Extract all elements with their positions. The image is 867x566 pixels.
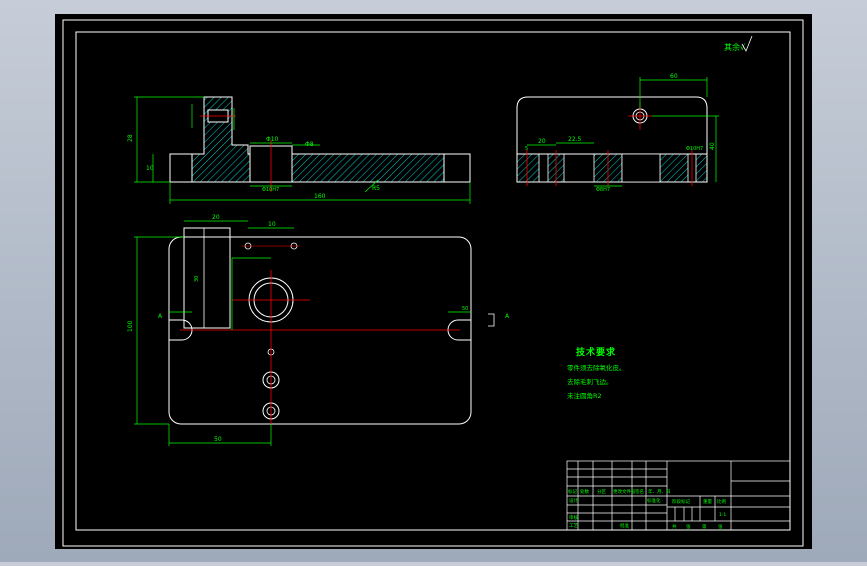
roughness-note: 其余√ <box>724 42 746 52</box>
side-view: 60 40 20 22.5 5 Φ8H7 Φ10H7 <box>516 73 719 193</box>
front-left-slot <box>169 153 193 183</box>
tech-line-1: 零件须去除氧化皮。 <box>567 363 626 372</box>
section-arrow-right <box>488 313 495 327</box>
tb-design: 设计 <box>569 497 578 504</box>
plan-dim-bottom: 50 <box>214 436 222 443</box>
front-view: 28 10 160 Φ10 Φ8 R5 Φ10H7 <box>127 96 471 204</box>
side-dim-b: 22.5 <box>568 136 582 143</box>
outer-border <box>62 19 804 547</box>
tb-standard: 标准化 <box>647 497 661 504</box>
tb-scale: 比例 <box>717 498 726 505</box>
front-dim-depth: Φ10H7 <box>262 187 279 193</box>
front-dim-radius: R5 <box>372 185 380 192</box>
front-dim-step: 10 <box>146 165 154 172</box>
side-dim-c: 5 <box>525 146 528 152</box>
tb-weight: 重量 <box>703 498 712 505</box>
plan-dim-top-b: 10 <box>268 221 276 228</box>
plan-dim-height: 100 <box>127 320 134 332</box>
tb-sheet-word-1: 张 <box>686 523 691 530</box>
tb-scale-value: 1:1 <box>719 512 726 518</box>
front-right-step <box>443 153 471 183</box>
tb-label-zone: 分区 <box>597 488 606 495</box>
plan-dim-top-a: 20 <box>212 214 220 221</box>
side-section-4 <box>659 153 689 183</box>
tb-stage-mark: 阶段标记 <box>672 498 690 505</box>
side-dim-height: 40 <box>709 142 716 150</box>
tb-sheet: 第 <box>702 523 707 530</box>
roughness-symbol <box>741 35 753 52</box>
tb-sheets: 共 <box>672 523 677 530</box>
plan-view: A A 100 50 20 10 30 50 <box>127 214 510 446</box>
tech-requirements: 技术要求 零件须去除氧化皮。 去除毛刺飞边。 未注圆角R2 <box>567 346 626 400</box>
tb-process: 工艺 <box>569 523 578 529</box>
inner-border <box>75 31 791 531</box>
front-dim-slot: Φ8 <box>305 141 314 148</box>
front-dim-hole: Φ10 <box>266 136 279 143</box>
title-block <box>566 460 791 531</box>
title-block-frame <box>566 460 791 531</box>
side-dim-d: Φ8H7 <box>596 187 610 193</box>
tech-title: 技术要求 <box>576 346 616 358</box>
front-dim-width: 160 <box>314 193 326 200</box>
front-leader-r <box>364 179 379 193</box>
tech-line-3: 未注圆角R2 <box>567 391 602 400</box>
side-dim-width: 60 <box>670 73 678 80</box>
side-step <box>621 153 661 183</box>
side-section-5 <box>695 153 708 183</box>
tb-label-count: 处数 <box>580 488 589 495</box>
title-block-text: 标记 处数 分区 更改文件号 签名 年、月、日 设计 标准化 审核 工艺 批准 … <box>568 488 726 530</box>
tb-label-mark: 标记 <box>568 488 577 495</box>
side-dim-e: Φ10H7 <box>686 146 703 152</box>
section-label-right: A <box>505 313 510 320</box>
tb-label-change: 更改文件号 <box>613 488 636 495</box>
tb-sheet-word-2: 张 <box>718 523 723 530</box>
side-dim-a: 20 <box>538 138 546 145</box>
plan-raised-block <box>183 227 231 329</box>
plan-outline <box>168 236 472 425</box>
tb-approve: 批准 <box>620 522 629 529</box>
plan-dim-right: 50 <box>462 306 468 312</box>
front-dim-height: 28 <box>127 134 134 142</box>
tb-label-sign: 签名 <box>635 488 644 495</box>
tech-line-2: 去除毛刺飞边。 <box>567 377 613 386</box>
section-label-left: A <box>158 313 163 320</box>
tb-review: 审核 <box>569 514 578 521</box>
side-section-1 <box>516 153 540 183</box>
tb-label-date: 年、月、日 <box>648 488 671 495</box>
plan-dim-left: 30 <box>194 276 200 282</box>
